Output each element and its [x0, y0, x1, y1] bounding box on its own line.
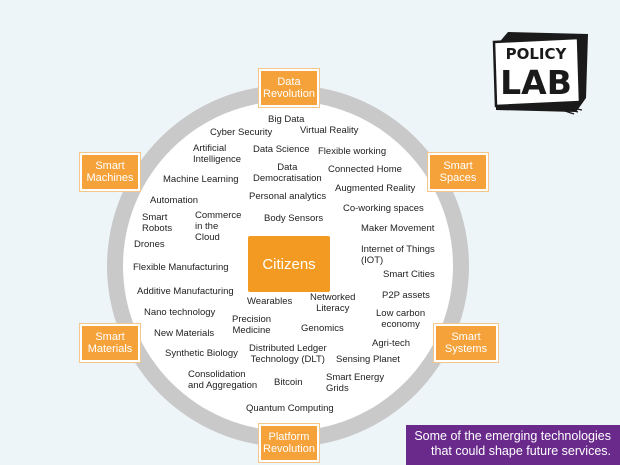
logo-line2: LAB — [500, 63, 572, 102]
term-data-democratisation: Data Democratisation — [253, 162, 322, 184]
logo-line1: POLICY — [506, 45, 568, 63]
term-drones: Drones — [134, 239, 165, 250]
term-data-science: Data Science — [253, 144, 310, 155]
term-synthetic-biology: Synthetic Biology — [165, 348, 238, 359]
term-body-sensors: Body Sensors — [264, 213, 324, 224]
term-cyber-security: Cyber Security — [210, 127, 273, 138]
term-flexible-manufacturing: Flexible Manufacturing — [133, 262, 229, 273]
node-smart-spaces: Smart Spaces — [428, 153, 488, 191]
term-smart-energy-grids: Smart Energy Grids — [326, 372, 385, 394]
node-smart-systems: Smart Systems — [434, 324, 498, 362]
center-citizens: Citizens — [248, 236, 330, 292]
node-platform-revolution: Platform Revolution — [259, 424, 319, 462]
term-consolidation-aggregation: Consolidation and Aggregation — [188, 369, 258, 391]
term-artificial-intelligence: Artificial Intelligence — [193, 143, 242, 165]
term-low-carbon-economy: Low carbon economy — [376, 308, 426, 330]
term-additive-manufacturing: Additive Manufacturing — [137, 286, 234, 297]
term-new-materials: New Materials — [154, 328, 215, 339]
term-co-working-spaces: Co-working spaces — [343, 203, 424, 214]
node-data-revolution: Data Revolution — [259, 69, 319, 107]
term-p2p-assets: P2P assets — [382, 290, 430, 301]
term-wearables: Wearables — [247, 296, 293, 307]
term-connected-home: Connected Home — [328, 164, 402, 175]
term-machine-learning: Machine Learning — [163, 174, 239, 185]
node-smart-machines: Smart Machines — [80, 153, 140, 191]
term-distributed-ledger: Distributed Ledger Technology (DLT) — [249, 343, 327, 365]
term-augmented-reality: Augmented Reality — [335, 183, 416, 194]
caption-text: Some of the emerging technologies that c… — [414, 429, 611, 458]
term-nano-technology: Nano technology — [144, 307, 216, 318]
term-virtual-reality: Virtual Reality — [300, 125, 359, 136]
term-sensing-planet: Sensing Planet — [336, 354, 400, 365]
term-maker-movement: Maker Movement — [361, 223, 435, 234]
term-networked-literacy: Networked Literacy — [310, 292, 356, 314]
caption-box: Some of the emerging technologies that c… — [406, 425, 620, 465]
node-smart-materials: Smart Materials — [80, 324, 140, 362]
term-genomics: Genomics — [301, 323, 344, 334]
term-quantum-computing: Quantum Computing — [246, 403, 334, 414]
term-personal-analytics: Personal analytics — [249, 191, 327, 202]
term-precision-medicine: Precision Medicine — [232, 314, 272, 336]
term-smart-cities: Smart Cities — [383, 269, 435, 280]
policy-lab-logo: POLICY LAB — [490, 26, 590, 116]
term-automation: Automation — [150, 195, 199, 206]
term-flexible-working: Flexible working — [318, 146, 387, 157]
term-agri-tech: Agri-tech — [372, 338, 411, 349]
term-bitcoin: Bitcoin — [274, 377, 303, 388]
term-big-data: Big Data — [268, 114, 305, 125]
term-commerce-in-the-cloud: Commerce in the Cloud — [195, 210, 242, 243]
term-smart-robots: Smart Robots — [142, 212, 173, 234]
term-internet-of-things: Internet of Things (IOT) — [361, 244, 435, 266]
